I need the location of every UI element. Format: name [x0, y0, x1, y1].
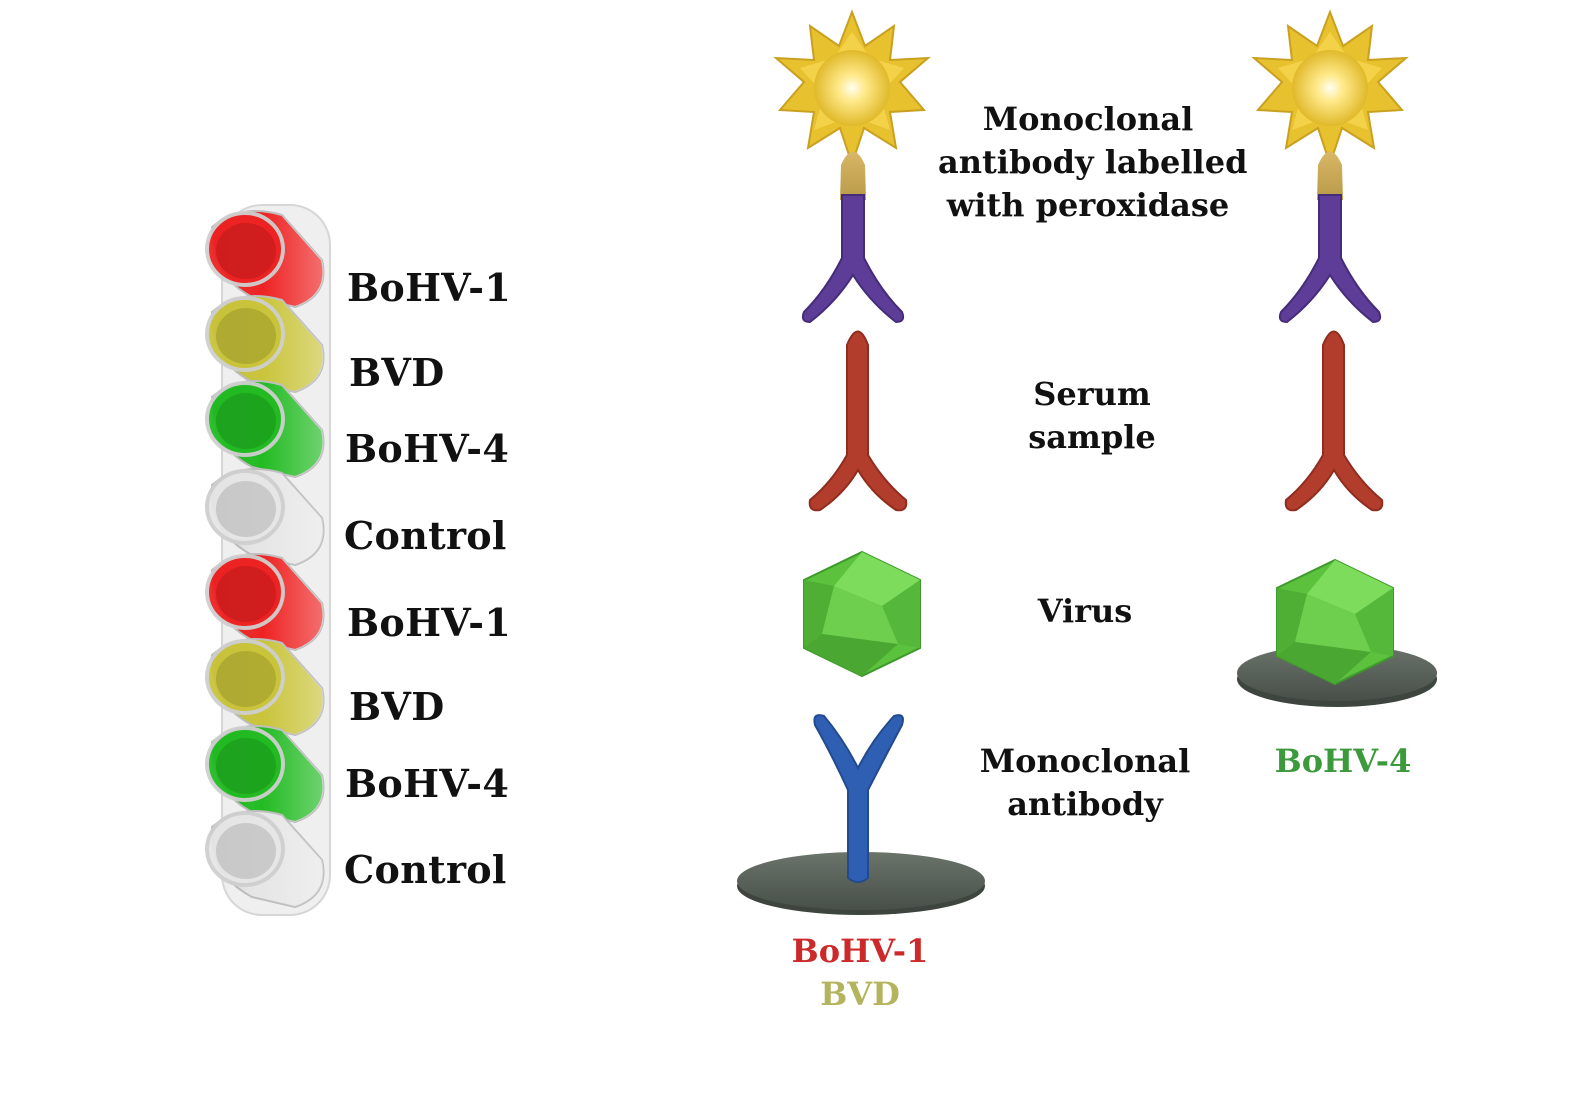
well: [205, 295, 325, 394]
well: [205, 725, 325, 824]
capture-antibody-description: Monoclonal antibody: [975, 740, 1195, 826]
capture-antibody-plate: [737, 714, 985, 915]
well-label: Control: [344, 513, 507, 558]
labelled-antibody-icon-right: [1278, 151, 1382, 324]
right-stack: [1237, 9, 1437, 707]
well: [205, 638, 325, 737]
labelled-antibody-icon: [801, 151, 905, 324]
virus-icon: [803, 550, 921, 678]
peroxidase-antibody-description: Monoclonal antibody labelled with peroxi…: [938, 98, 1248, 227]
left-stack: [737, 9, 985, 915]
description-line: Monoclonal: [979, 742, 1191, 780]
virus-plate-right: [1237, 558, 1437, 707]
well-label: Control: [344, 847, 507, 892]
description-line: sample: [1028, 418, 1156, 456]
well: [205, 380, 325, 479]
serum-antibody-icon: [808, 330, 908, 512]
well-label: BVD: [349, 350, 445, 395]
well-strip: [205, 204, 331, 916]
description-line: Monoclonal: [982, 100, 1194, 138]
well: [205, 468, 325, 567]
serum-antibody-icon-right: [1284, 330, 1384, 512]
peroxidase-icon: [773, 9, 931, 168]
caption-bohv1: BoHV-1: [791, 932, 929, 970]
well-label: BoHV-1: [347, 265, 512, 310]
well: [205, 553, 325, 652]
description-line: antibody: [1007, 785, 1163, 823]
serum-sample-description: Serum sample: [992, 373, 1192, 459]
well-label: BoHV-4: [345, 426, 510, 471]
well-label: BVD: [349, 684, 445, 729]
description-line: antibody labelled: [938, 143, 1248, 181]
virus-description: Virus: [1037, 592, 1133, 630]
well-label: BoHV-1: [347, 600, 512, 645]
caption-bvd: BVD: [820, 975, 900, 1013]
well: [205, 810, 325, 909]
well: [205, 210, 325, 309]
well-label: BoHV-4: [345, 761, 510, 806]
peroxidase-icon-right: [1251, 9, 1409, 168]
caption-bohv4: BoHV-4: [1274, 742, 1412, 780]
description-line: with peroxidase: [946, 186, 1230, 224]
description-line: Serum: [1033, 375, 1151, 413]
